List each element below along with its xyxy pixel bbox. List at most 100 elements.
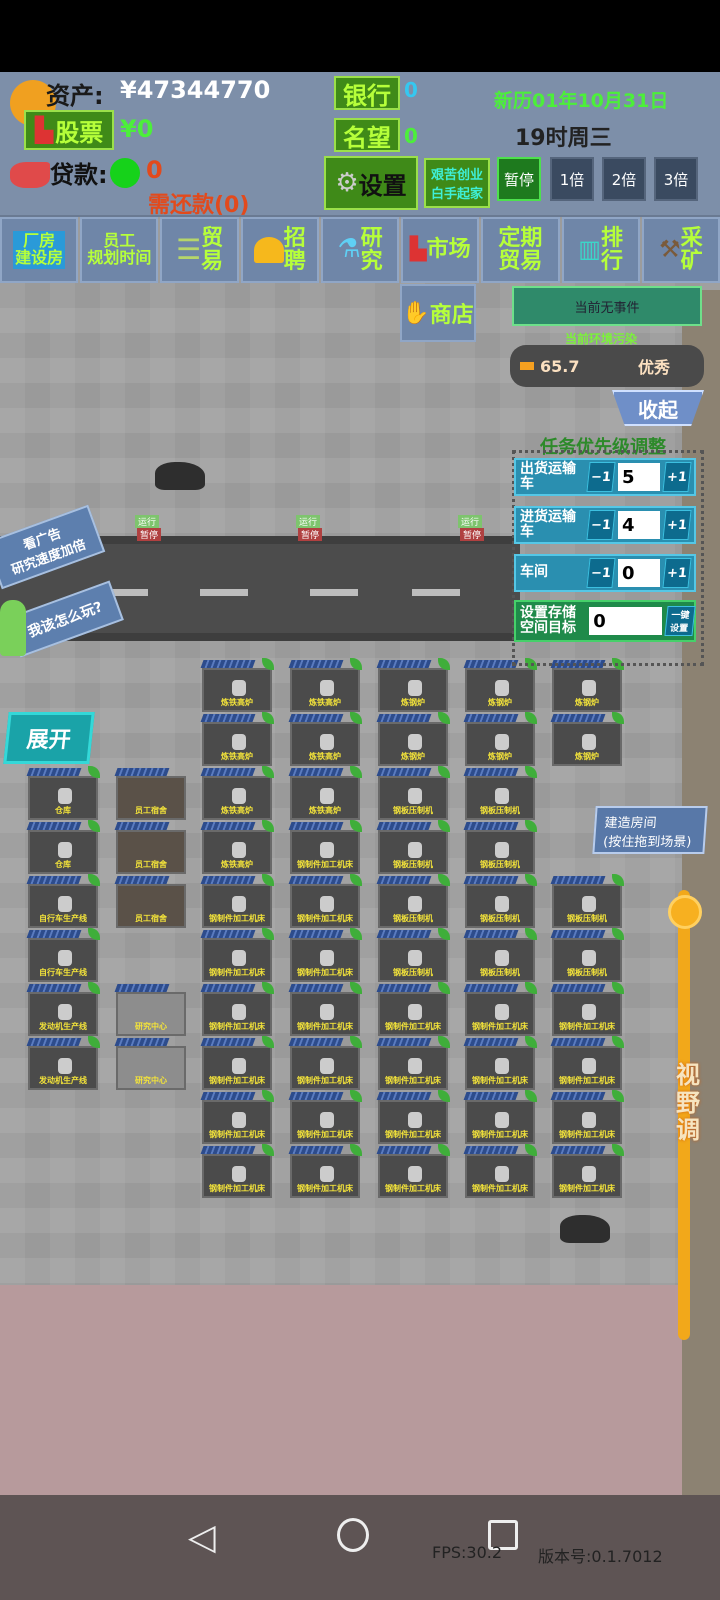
room-machine[interactable]: 炼钢炉 bbox=[463, 712, 537, 766]
room-machine[interactable]: 钢制件加工机床 bbox=[200, 874, 274, 928]
room-machine[interactable]: 钢制件加工机床 bbox=[550, 1144, 624, 1198]
room-lab[interactable]: 研究中心 bbox=[114, 984, 186, 1036]
room-machine[interactable]: 钢制件加工机床 bbox=[288, 928, 362, 982]
expand-button[interactable]: 展开 bbox=[3, 712, 95, 764]
decrement-button[interactable]: −1 bbox=[586, 462, 616, 492]
home-icon[interactable] bbox=[337, 1518, 369, 1552]
room-machine[interactable]: 钢制件加工机床 bbox=[288, 1036, 362, 1090]
room-machine[interactable]: 钢制件加工机床 bbox=[288, 1090, 362, 1144]
road-run-tag[interactable]: 运行 bbox=[135, 515, 160, 528]
zoom-slider-track[interactable] bbox=[678, 890, 690, 1340]
collapse-button[interactable]: 收起 bbox=[612, 390, 704, 426]
room-machine[interactable]: 钢板压制机 bbox=[376, 766, 450, 820]
room-machine[interactable]: 仓库 bbox=[26, 820, 100, 874]
room-machine[interactable]: 钢制件加工机床 bbox=[200, 1090, 274, 1144]
room-machine[interactable]: 钢制件加工机床 bbox=[200, 982, 274, 1036]
room-machine[interactable]: 钢板压制机 bbox=[463, 874, 537, 928]
road-run-tag[interactable]: 运行 bbox=[458, 515, 483, 528]
room-machine[interactable]: 炼铁高炉 bbox=[200, 658, 274, 712]
loan-label[interactable]: 贷款: bbox=[50, 161, 108, 189]
room-machine[interactable]: 钢制件加工机床 bbox=[376, 1036, 450, 1090]
priority-value-input[interactable]: 0 bbox=[618, 559, 660, 587]
room-machine[interactable]: 钢板压制机 bbox=[463, 928, 537, 982]
room-machine[interactable]: 钢制件加工机床 bbox=[463, 1036, 537, 1090]
increment-button[interactable]: +1 bbox=[662, 558, 692, 588]
room-machine[interactable]: 炼钢炉 bbox=[550, 712, 624, 766]
room-machine[interactable]: 钢板压制机 bbox=[376, 928, 450, 982]
room-machine[interactable]: 钢板压制机 bbox=[463, 820, 537, 874]
road-pause-tag[interactable]: 暂停 bbox=[137, 528, 162, 541]
menu-mining[interactable]: ⚒采矿 bbox=[641, 217, 720, 283]
room-machine[interactable]: 炼铁高炉 bbox=[200, 766, 274, 820]
room-machine[interactable]: 炼钢炉 bbox=[550, 658, 624, 712]
decrement-button[interactable]: −1 bbox=[586, 558, 616, 588]
one-click-set-button[interactable]: 一键设置 bbox=[664, 606, 696, 636]
room-machine[interactable]: 炼铁高炉 bbox=[288, 712, 362, 766]
room-machine[interactable]: 发动机生产线 bbox=[26, 982, 100, 1036]
room-machine[interactable]: 钢制件加工机床 bbox=[288, 982, 362, 1036]
room-machine[interactable]: 钢制件加工机床 bbox=[288, 1144, 362, 1198]
room-machine[interactable]: 钢制件加工机床 bbox=[550, 1036, 624, 1090]
room-machine[interactable]: 钢制件加工机床 bbox=[200, 1144, 274, 1198]
road-run-tag[interactable]: 运行 bbox=[296, 515, 321, 528]
road-pause-tag[interactable]: 暂停 bbox=[298, 528, 323, 541]
room-machine[interactable]: 炼铁高炉 bbox=[288, 658, 362, 712]
room-lab[interactable]: 研究中心 bbox=[114, 1038, 186, 1090]
room-machine[interactable]: 钢制件加工机床 bbox=[288, 874, 362, 928]
room-machine[interactable]: 钢制件加工机床 bbox=[550, 982, 624, 1036]
room-machine[interactable]: 钢板压制机 bbox=[376, 820, 450, 874]
room-dorm[interactable]: 员工宿舍 bbox=[114, 768, 186, 820]
menu-market[interactable]: ▙市场 bbox=[401, 217, 480, 283]
room-machine[interactable]: 钢制件加工机床 bbox=[376, 1144, 450, 1198]
room-machine[interactable]: 钢制件加工机床 bbox=[200, 928, 274, 982]
room-machine[interactable]: 炼钢炉 bbox=[376, 658, 450, 712]
pause-button[interactable]: 暂停 bbox=[497, 157, 541, 201]
room-machine[interactable]: 发动机生产线 bbox=[26, 1036, 100, 1090]
room-machine[interactable]: 自行车生产线 bbox=[26, 874, 100, 928]
menu-trade[interactable]: ☰贸易 bbox=[160, 217, 239, 283]
priority-value-input[interactable]: 4 bbox=[618, 511, 660, 539]
room-machine[interactable]: 钢制件加工机床 bbox=[376, 982, 450, 1036]
speed-1x-button[interactable]: 1倍 bbox=[550, 157, 594, 201]
room-machine[interactable]: 钢制件加工机床 bbox=[376, 1090, 450, 1144]
room-machine[interactable]: 钢板压制机 bbox=[376, 874, 450, 928]
zoom-slider-handle[interactable] bbox=[668, 895, 702, 929]
room-dorm[interactable]: 员工宿舍 bbox=[114, 876, 186, 928]
room-machine[interactable]: 钢制件加工机床 bbox=[550, 1090, 624, 1144]
menu-scheduled-trade[interactable]: 定期贸易 bbox=[481, 217, 560, 283]
increment-button[interactable]: +1 bbox=[662, 510, 692, 540]
room-machine[interactable]: 炼铁高炉 bbox=[200, 712, 274, 766]
room-machine[interactable]: 炼铁高炉 bbox=[200, 820, 274, 874]
room-machine[interactable]: 钢制件加工机床 bbox=[288, 820, 362, 874]
menu-research[interactable]: ⚗研究 bbox=[320, 217, 400, 283]
increment-button[interactable]: +1 bbox=[662, 462, 692, 492]
menu-ranking[interactable]: ▥排行 bbox=[561, 217, 640, 283]
shop-button[interactable]: ✋商店 bbox=[400, 284, 476, 342]
room-machine[interactable]: 自行车生产线 bbox=[26, 928, 100, 982]
stock-button[interactable]: ▙股票 bbox=[24, 110, 114, 150]
back-icon[interactable]: ◁ bbox=[188, 1517, 216, 1558]
room-machine[interactable]: 钢板压制机 bbox=[550, 928, 624, 982]
menu-recruit[interactable]: 招聘 bbox=[240, 217, 319, 283]
speed-2x-button[interactable]: 2倍 bbox=[602, 157, 646, 201]
room-machine[interactable]: 钢制件加工机床 bbox=[463, 982, 537, 1036]
room-machine[interactable]: 炼铁高炉 bbox=[288, 766, 362, 820]
room-machine[interactable]: 钢板压制机 bbox=[463, 766, 537, 820]
room-dorm[interactable]: 员工宿舍 bbox=[114, 822, 186, 874]
menu-staff-schedule[interactable]: 员工规划时间 bbox=[80, 217, 159, 283]
build-room-button[interactable]: 建造房间(按住拖到场景) bbox=[592, 806, 708, 854]
settings-button[interactable]: ⚙设置 bbox=[324, 156, 418, 210]
priority-value-input[interactable]: 5 bbox=[618, 463, 660, 491]
menu-factory-build[interactable]: 厂房建设房 bbox=[0, 217, 79, 283]
speed-3x-button[interactable]: 3倍 bbox=[654, 157, 698, 201]
room-machine[interactable]: 炼钢炉 bbox=[463, 658, 537, 712]
storage-target-input[interactable]: 0 bbox=[589, 607, 663, 635]
room-machine[interactable]: 钢板压制机 bbox=[550, 874, 624, 928]
ore-rock[interactable] bbox=[155, 462, 205, 490]
ore-rock[interactable] bbox=[560, 1215, 610, 1243]
event-banner[interactable]: 当前无事件 bbox=[512, 286, 702, 326]
bank-button[interactable]: 银行 bbox=[334, 76, 400, 110]
room-machine[interactable]: 钢制件加工机床 bbox=[463, 1090, 537, 1144]
room-machine[interactable]: 炼钢炉 bbox=[376, 712, 450, 766]
room-machine[interactable]: 仓库 bbox=[26, 766, 100, 820]
